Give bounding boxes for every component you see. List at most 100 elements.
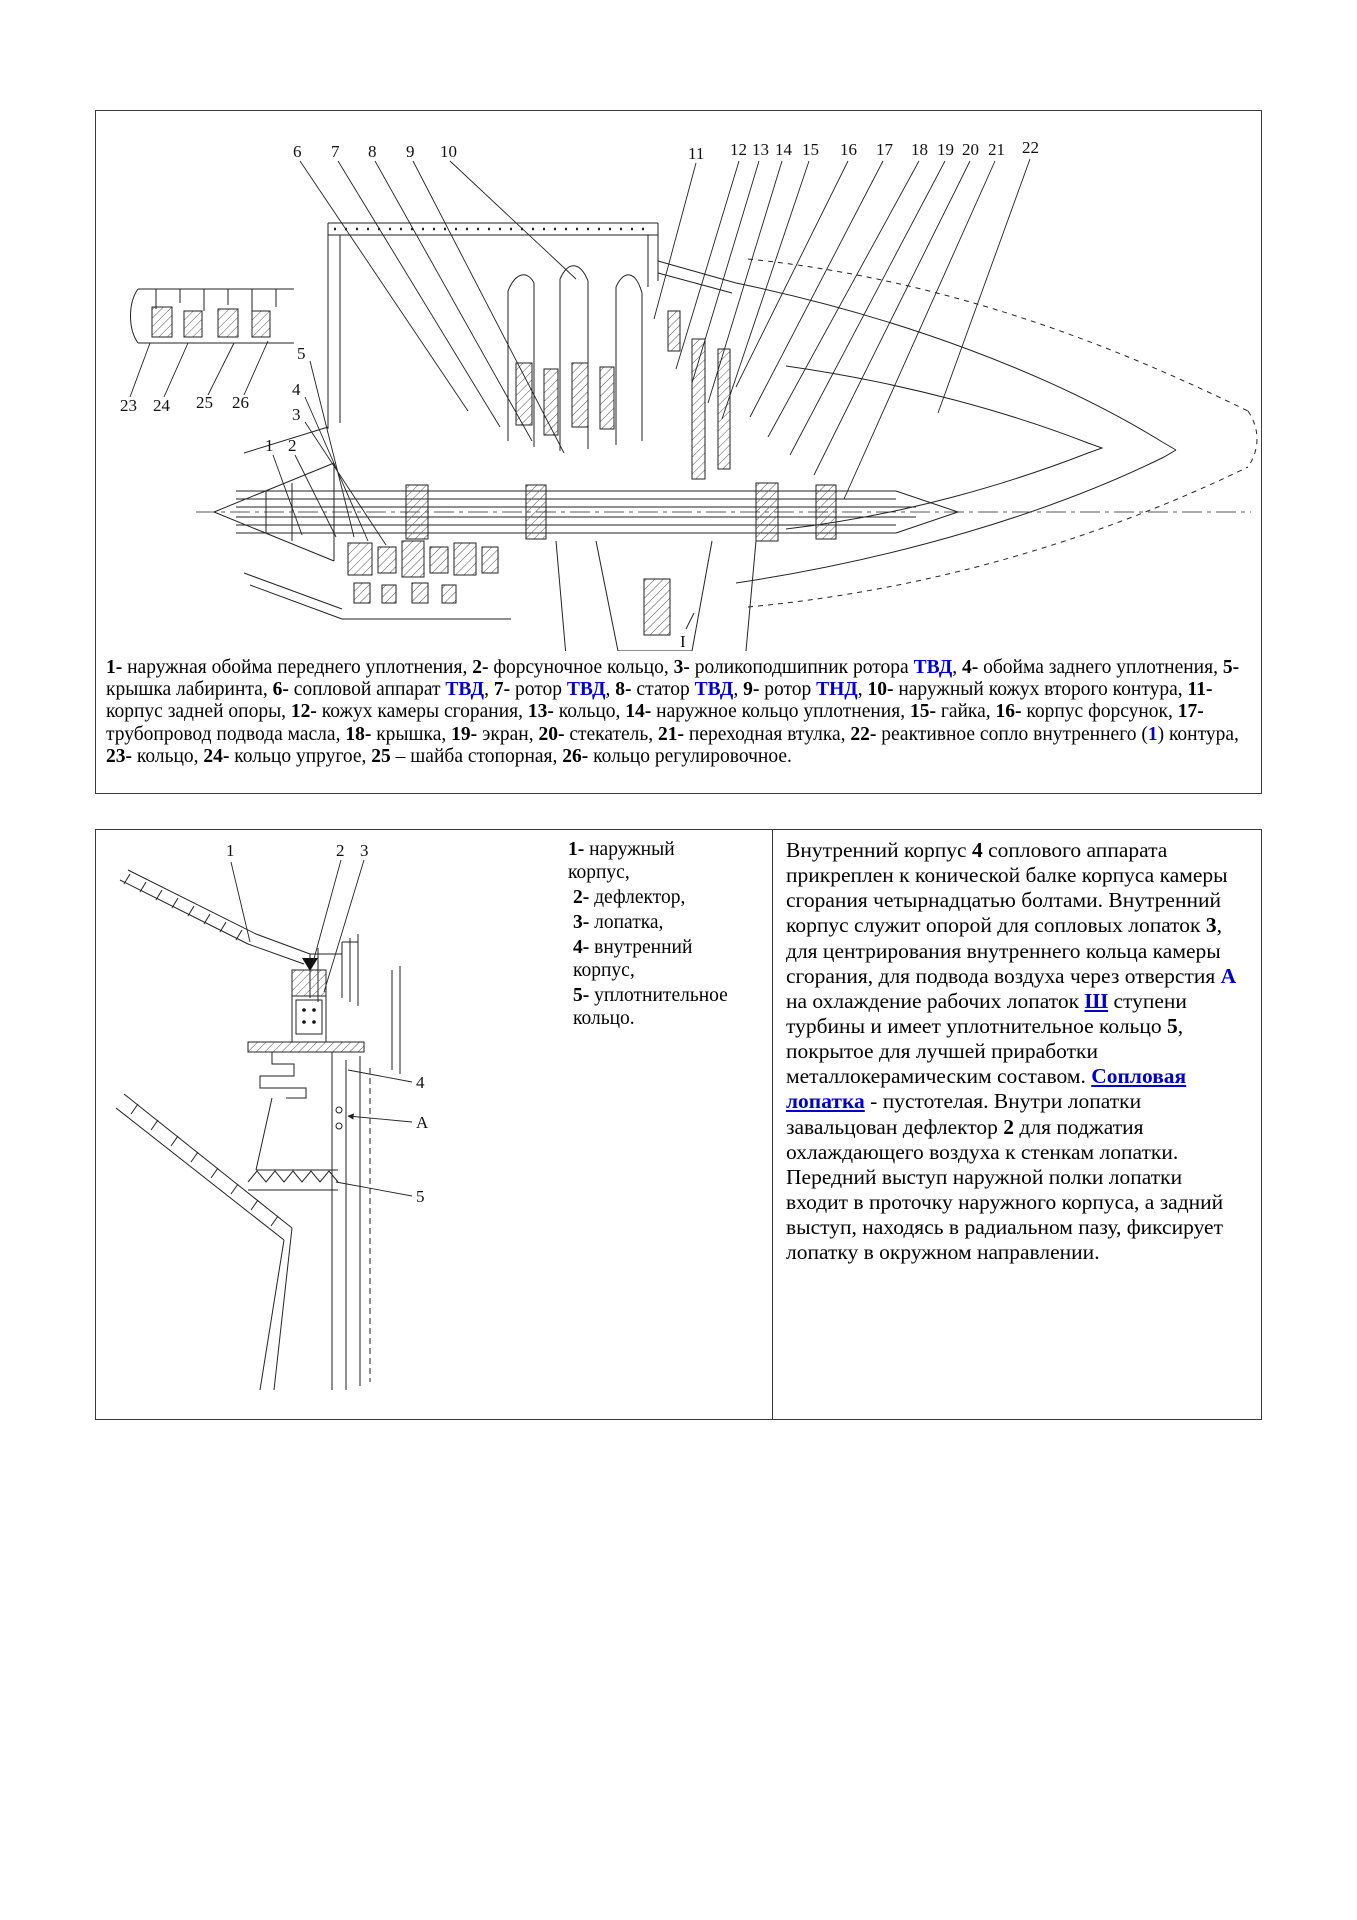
figure2-nozzle-vane-drawing: 1 2 3 4 А 5 xyxy=(115,841,429,1391)
text-segment: 10- xyxy=(867,679,894,701)
callout-label: 3 xyxy=(360,841,369,860)
text-segment: , для центрирования внутреннего кольца к… xyxy=(786,913,1222,988)
inline-link[interactable]: Сопловая лопатка xyxy=(786,1064,1187,1114)
callout-label: 1 xyxy=(226,841,235,860)
legend-item: 3- лопатка, xyxy=(568,911,738,934)
text-segment: кольцо, xyxy=(553,701,626,723)
text-segment: 9- xyxy=(743,679,760,701)
text-segment: Внутренний корпус xyxy=(786,838,972,862)
text-segment: – шайба стопорная, xyxy=(390,745,563,767)
callout-label: 10 xyxy=(440,142,457,161)
text-segment: , xyxy=(733,679,744,701)
text-segment: 25 xyxy=(371,745,391,767)
callout-leader-lines xyxy=(129,158,1031,546)
text-segment: 2- xyxy=(573,887,590,908)
callout-label: 15 xyxy=(802,140,819,159)
text-segment: кольцо, xyxy=(132,745,204,767)
text-segment: 15- xyxy=(909,701,936,723)
text-segment: 7- xyxy=(493,679,511,701)
text-segment: трубопровод подвода масла, xyxy=(106,723,346,745)
column-divider xyxy=(772,830,773,1419)
text-segment: 13- xyxy=(527,701,554,723)
text-segment: 1 xyxy=(1147,723,1158,745)
text-segment: ступени турбины и имеет уплотнительное к… xyxy=(786,988,1187,1038)
engine-line-art xyxy=(130,222,1258,651)
text-segment: 11- xyxy=(1187,679,1213,701)
text-segment: 8- xyxy=(615,679,632,701)
text-segment: статор xyxy=(631,679,695,701)
text-segment: обойма заднего уплотнения, xyxy=(978,657,1223,678)
callout-label: 23 xyxy=(120,396,137,415)
text-segment: наружное кольцо уплотнения, xyxy=(651,701,910,723)
text-segment: 20- xyxy=(538,723,565,745)
figure2-panel: 1 2 3 4 А 5 1- наружный корпус, 2- дефле… xyxy=(95,829,1262,1420)
callout-label: 4 xyxy=(416,1073,425,1092)
text-segment: кожух камеры сгорания, xyxy=(316,701,528,723)
figure2-legend: 1- наружный корпус, 2- дефлектор, 3- лоп… xyxy=(568,838,738,1032)
legend-item: 2- дефлектор, xyxy=(568,886,738,909)
vane-callout-leaders xyxy=(230,859,413,1197)
text-segment: наружная обойма переднего уплотнения, xyxy=(122,657,473,678)
text-segment: 5- xyxy=(1222,657,1240,678)
text-segment: внутренний корпус, xyxy=(573,937,693,981)
text-segment: 1- xyxy=(106,657,123,678)
text-segment: роликоподшипник ротора xyxy=(689,657,914,678)
text-segment: крышка лабиринта, xyxy=(106,679,273,701)
callout-label: 14 xyxy=(775,140,793,159)
text-segment: 4 xyxy=(971,838,983,862)
text-segment: корпус задней опоры, xyxy=(106,701,291,723)
callout-label: 25 xyxy=(196,393,213,412)
text-segment: 5- xyxy=(573,985,590,1006)
text-segment: 3- xyxy=(673,657,690,678)
text-segment: кольцо упругое, xyxy=(229,745,372,767)
callout-label: 11 xyxy=(688,144,704,163)
text-segment: ТВД xyxy=(694,679,734,701)
callout-label: 8 xyxy=(368,142,377,161)
callout-label: 5 xyxy=(416,1187,425,1206)
text-segment: 4- xyxy=(962,657,979,678)
text-segment: ротор xyxy=(759,679,817,701)
figure2-callouts: 1 2 3 4 А 5 xyxy=(226,841,429,1206)
text-segment: , xyxy=(857,679,868,701)
callout-label: 7 xyxy=(331,142,340,161)
text-segment: на охлаждение рабочих лопаток xyxy=(786,988,1085,1013)
callout-label: 13 xyxy=(752,140,769,159)
text-segment: 24- xyxy=(203,745,230,767)
text-segment: 17- xyxy=(1177,701,1204,723)
figure1-callouts: 6 7 8 9 10 11 12 13 14 15 16 17 18 19 20… xyxy=(120,138,1039,651)
callout-label: 12 xyxy=(730,140,747,159)
callout-label: 5 xyxy=(297,344,306,363)
text-segment: ) контура, xyxy=(1157,723,1239,745)
text-segment: 22- xyxy=(850,723,877,745)
text-segment: , покрытое для лучшей приработки металло… xyxy=(786,1013,1184,1089)
callout-label: 3 xyxy=(292,405,301,424)
legend-item: 1- наружный корпус, xyxy=(568,838,738,884)
text-segment: 26- xyxy=(562,745,589,767)
callout-label: 6 xyxy=(293,142,302,161)
text-segment: 4- xyxy=(573,937,590,958)
text-segment: А xyxy=(1220,963,1237,988)
callout-label: 22 xyxy=(1022,138,1039,157)
callout-label: 16 xyxy=(840,140,857,159)
text-segment: ротор xyxy=(510,679,567,701)
callout-label: 19 xyxy=(937,140,954,159)
text-segment: корпус форсунок, xyxy=(1021,701,1178,723)
text-segment: 23- xyxy=(106,745,132,767)
callout-label: 2 xyxy=(288,436,297,455)
section-label: I xyxy=(680,632,686,651)
callout-label: 26 xyxy=(232,393,249,412)
text-segment: наружный корпус, xyxy=(568,839,675,883)
callout-label: 2 xyxy=(336,841,345,860)
text-segment: уплотнительное кольцо. xyxy=(573,985,728,1029)
text-segment: ТВД xyxy=(913,657,953,678)
text-segment: переходная втулка, xyxy=(684,723,851,745)
text-segment: , xyxy=(605,679,616,701)
text-segment: 3- xyxy=(573,912,590,933)
text-segment: 21- xyxy=(658,723,685,745)
legend-item: 4- внутренний корпус, xyxy=(568,936,738,982)
text-segment: 2 xyxy=(1003,1114,1015,1139)
text-segment: ТВД xyxy=(445,679,485,701)
text-segment: 2- xyxy=(472,657,489,678)
text-segment: наружный кожух второго контура, xyxy=(893,679,1188,701)
